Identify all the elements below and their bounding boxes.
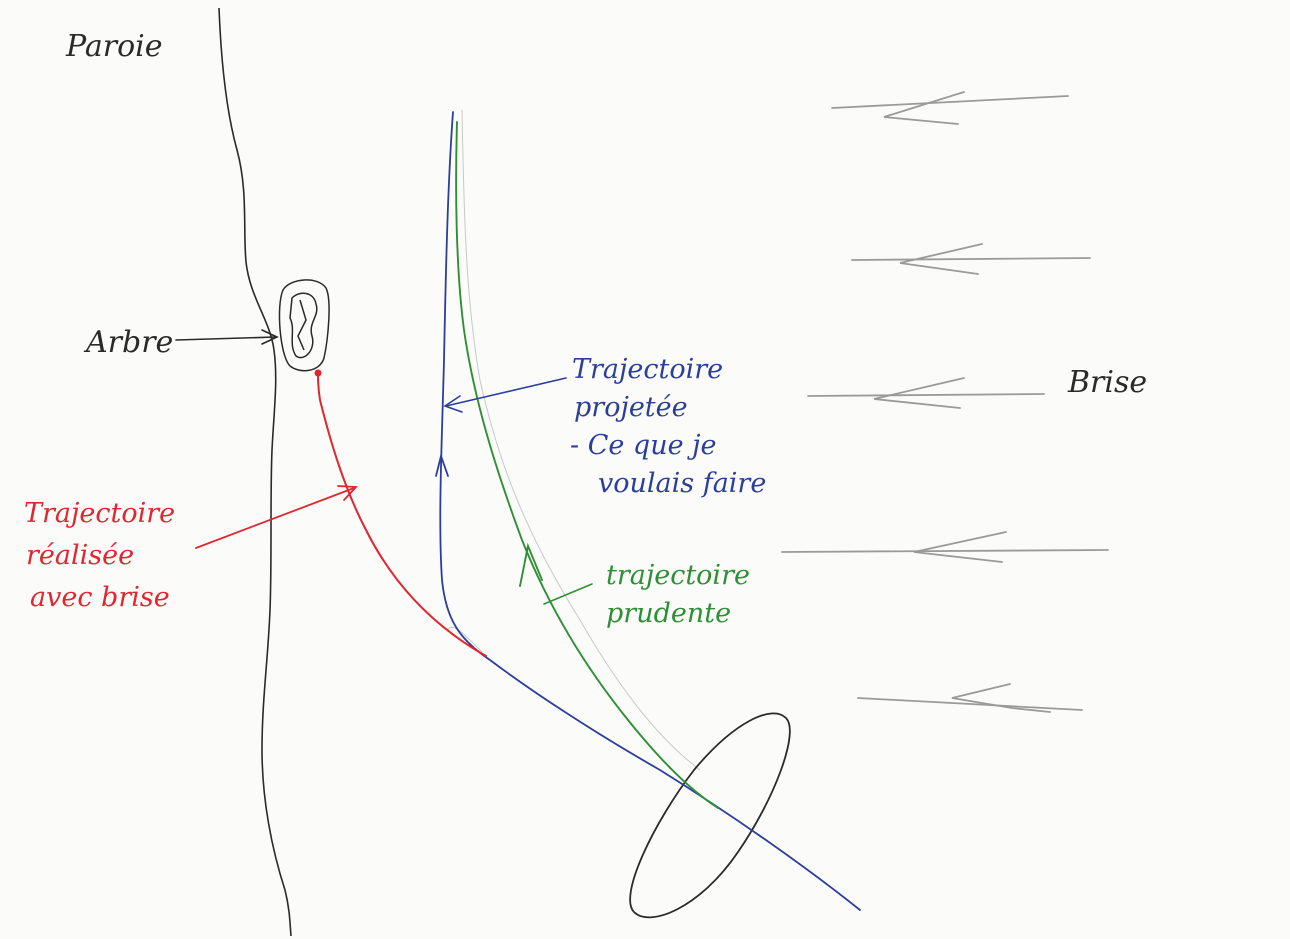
wall-label: Paroie xyxy=(65,29,162,64)
prudent-trajectory xyxy=(456,122,718,808)
planned-trajectory xyxy=(436,112,860,910)
actual-label-line-2: réalisée xyxy=(26,540,134,571)
actual-label-line-1: Trajectoire xyxy=(24,498,175,529)
planned-label-line-4: voulais faire xyxy=(598,468,766,499)
actual-pointer-arrow xyxy=(196,486,356,548)
wind-arrow xyxy=(858,684,1082,712)
tree-shape xyxy=(279,280,329,371)
prudent-label-line-2: prudente xyxy=(606,598,731,629)
breeze-label: Brise xyxy=(1067,365,1147,400)
planned-label-line-3: - Ce que je xyxy=(570,430,717,461)
tree-label: Arbre xyxy=(83,325,173,360)
planned-label-line-1: Trajectoire xyxy=(572,354,723,385)
prudent-label-line-1: trajectoire xyxy=(606,560,750,591)
wind-arrow xyxy=(852,244,1090,274)
planned-pointer-arrow xyxy=(445,378,566,412)
cliff-wall-line xyxy=(219,8,291,936)
actual-trajectory xyxy=(316,371,487,657)
actual-trajectory-label: Trajectoire réalisée avec brise xyxy=(24,498,175,613)
prudent-trajectory-label: trajectoire prudente xyxy=(606,560,750,629)
wind-arrow xyxy=(832,92,1068,124)
tree-pointer-arrow xyxy=(176,330,277,344)
glider-ellipse xyxy=(630,713,790,917)
actual-label-line-3: avec brise xyxy=(30,582,170,613)
planned-label-line-2: projetée xyxy=(574,392,688,423)
wind-arrow xyxy=(782,532,1108,562)
wind-arrow xyxy=(808,378,1044,408)
wind-arrows xyxy=(782,92,1108,712)
planned-trajectory-label: Trajectoire projetée - Ce que je voulais… xyxy=(570,354,766,499)
